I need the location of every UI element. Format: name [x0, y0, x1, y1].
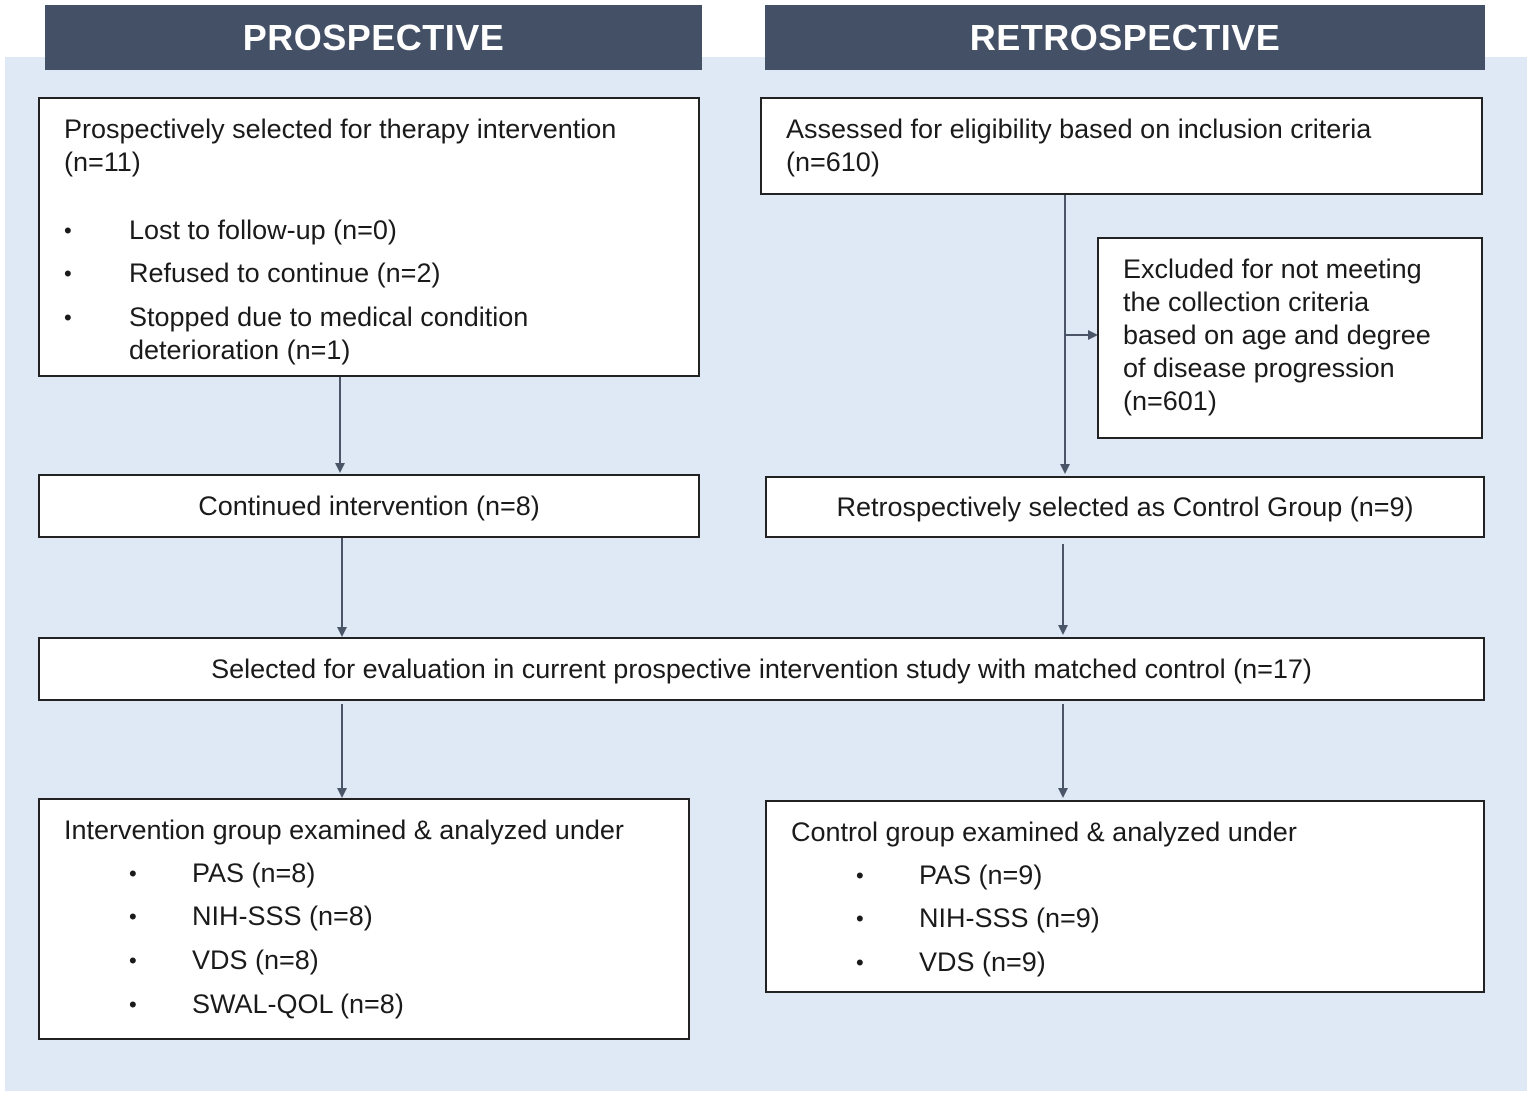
list-item-text: PAS (n=8) — [192, 858, 316, 888]
prospective-selected-count: (n=11) — [64, 147, 141, 177]
excluded-line: based on age and degree — [1123, 320, 1431, 350]
bullet: • — [129, 904, 137, 929]
bullet: • — [64, 218, 72, 243]
list-item: • VDS (n=9) — [791, 946, 1483, 990]
excluded-box: Excluded for not meeting the collection … — [1097, 237, 1483, 439]
control-analyzed-list: • PAS (n=9) • NIH-SSS (n=9) • VDS (n=9) — [791, 859, 1483, 990]
list-item: • PAS (n=8) — [64, 857, 688, 900]
list-item-text: VDS (n=8) — [192, 945, 319, 975]
list-item: • NIH-SSS (n=9) — [791, 902, 1483, 946]
bullet: • — [64, 261, 72, 286]
continued-intervention-box: Continued intervention (n=8) — [38, 474, 700, 538]
combined-evaluation-box: Selected for evaluation in current prosp… — [38, 637, 1485, 701]
control-analyzed-box: Control group examined & analyzed under … — [765, 800, 1485, 993]
excluded-line: (n=601) — [1123, 386, 1217, 416]
list-item: • Lost to follow-up (n=0) — [64, 214, 698, 257]
header-retrospective-label: RETROSPECTIVE — [969, 16, 1281, 58]
list-item-text: Refused to continue (n=2) — [129, 258, 441, 288]
bullet: • — [856, 863, 864, 888]
excluded-line: of disease progression — [1123, 353, 1395, 383]
excluded-line: the collection criteria — [1123, 287, 1370, 317]
list-item-text: SWAL-QOL (n=8) — [192, 989, 404, 1019]
bullet: • — [856, 906, 864, 931]
header-prospective-label: PROSPECTIVE — [242, 16, 505, 58]
list-item: • Refused to continue (n=2) — [64, 257, 698, 301]
assessed-eligibility-title: Assessed for eligibility based on inclus… — [786, 114, 1372, 144]
bullet: • — [129, 861, 137, 886]
header-prospective: PROSPECTIVE — [45, 5, 702, 70]
bullet: • — [856, 950, 864, 975]
bullet: • — [129, 948, 137, 973]
list-item-text: VDS (n=9) — [919, 947, 1046, 977]
header-retrospective: RETROSPECTIVE — [765, 5, 1485, 70]
control-analyzed-title: Control group examined & analyzed under — [791, 817, 1297, 847]
list-item: • PAS (n=9) — [791, 859, 1483, 902]
list-item-text: PAS (n=9) — [919, 860, 1043, 890]
control-group-selected-box: Retrospectively selected as Control Grou… — [765, 476, 1485, 538]
list-item-text: NIH-SSS (n=8) — [192, 901, 373, 931]
list-item: • VDS (n=8) — [64, 944, 688, 988]
list-item-text: Lost to follow-up (n=0) — [129, 215, 397, 245]
prospective-selected-title: Prospectively selected for therapy inter… — [64, 114, 617, 144]
list-item: • SWAL-QOL (n=8) — [64, 988, 688, 1032]
bullet: • — [64, 305, 72, 330]
list-item: • NIH-SSS (n=8) — [64, 900, 688, 944]
continued-intervention-label: Continued intervention (n=8) — [198, 490, 540, 521]
intervention-analyzed-box: Intervention group examined & analyzed u… — [38, 798, 690, 1040]
excluded-line: Excluded for not meeting — [1123, 254, 1422, 284]
intervention-analyzed-title: Intervention group examined & analyzed u… — [64, 815, 624, 845]
prospective-selected-list: • Lost to follow-up (n=0) • Refused to c… — [64, 214, 698, 367]
intervention-analyzed-list: • PAS (n=8) • NIH-SSS (n=8) • VDS (n=8) … — [64, 857, 688, 1032]
control-group-selected-label: Retrospectively selected as Control Grou… — [836, 491, 1414, 522]
list-item: • Stopped due to medical condition deter… — [64, 301, 698, 367]
assessed-eligibility-count: (n=610) — [786, 147, 880, 177]
assessed-eligibility-box: Assessed for eligibility based on inclus… — [760, 97, 1483, 195]
list-item-text: Stopped due to medical condition — [129, 302, 529, 332]
bullet: • — [129, 992, 137, 1017]
list-item-text-cont: deterioration (n=1) — [129, 335, 351, 365]
list-item-text: NIH-SSS (n=9) — [919, 903, 1100, 933]
combined-evaluation-label: Selected for evaluation in current prosp… — [211, 653, 1312, 684]
prospective-selected-box: Prospectively selected for therapy inter… — [38, 97, 700, 377]
